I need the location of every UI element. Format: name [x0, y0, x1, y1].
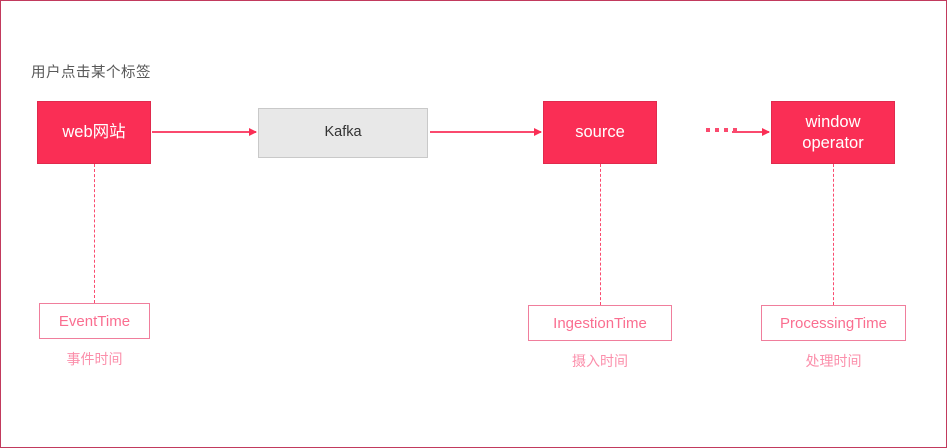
node-window-operator-label: window operator — [802, 112, 863, 153]
node-web-site-label: web网站 — [62, 123, 126, 142]
time-label-eventtime-text: EventTime — [58, 312, 131, 330]
arrow-right-icon-kafka-to-source — [430, 131, 541, 133]
node-kafka[interactable]: Kafka — [258, 108, 428, 158]
diagram-caption: 用户点击某个标签 — [31, 65, 151, 81]
ellipsis-dot — [724, 128, 728, 132]
time-subcaption-ingestiontime: 摄入时间 — [572, 353, 628, 369]
dashed-connector-web-to-eventtime — [94, 164, 95, 303]
time-subcaption-processingtime: 处理时间 — [805, 353, 862, 369]
ellipsis-dot — [715, 128, 719, 132]
ellipsis-icon — [706, 128, 737, 132]
node-window-operator[interactable]: window operator — [771, 101, 895, 164]
time-label-processingtime[interactable]: ProcessingTime — [761, 305, 906, 341]
time-label-processingtime-text: ProcessingTime — [780, 314, 887, 332]
node-window-operator-label-line2: operator — [802, 133, 864, 152]
time-label-ingestiontime[interactable]: IngestionTime — [528, 305, 672, 341]
node-window-operator-label-line1: window — [805, 112, 861, 131]
node-web-site[interactable]: web网站 — [37, 101, 151, 164]
dashed-connector-window-to-processingtime — [833, 164, 834, 305]
node-source[interactable]: source — [543, 101, 657, 164]
time-label-eventtime[interactable]: EventTime — [39, 303, 150, 339]
ellipsis-dot — [733, 128, 737, 132]
time-label-ingestiontime-text: IngestionTime — [553, 314, 647, 332]
arrow-right-icon-dots-to-window — [732, 131, 769, 133]
node-source-label: source — [575, 123, 625, 142]
dashed-connector-source-to-ingestiontime — [600, 164, 601, 305]
arrow-right-icon-web-to-kafka — [152, 131, 256, 133]
time-subcaption-eventtime: 事件时间 — [66, 351, 123, 367]
node-kafka-label: Kafka — [324, 124, 362, 141]
ellipsis-dot — [706, 128, 710, 132]
